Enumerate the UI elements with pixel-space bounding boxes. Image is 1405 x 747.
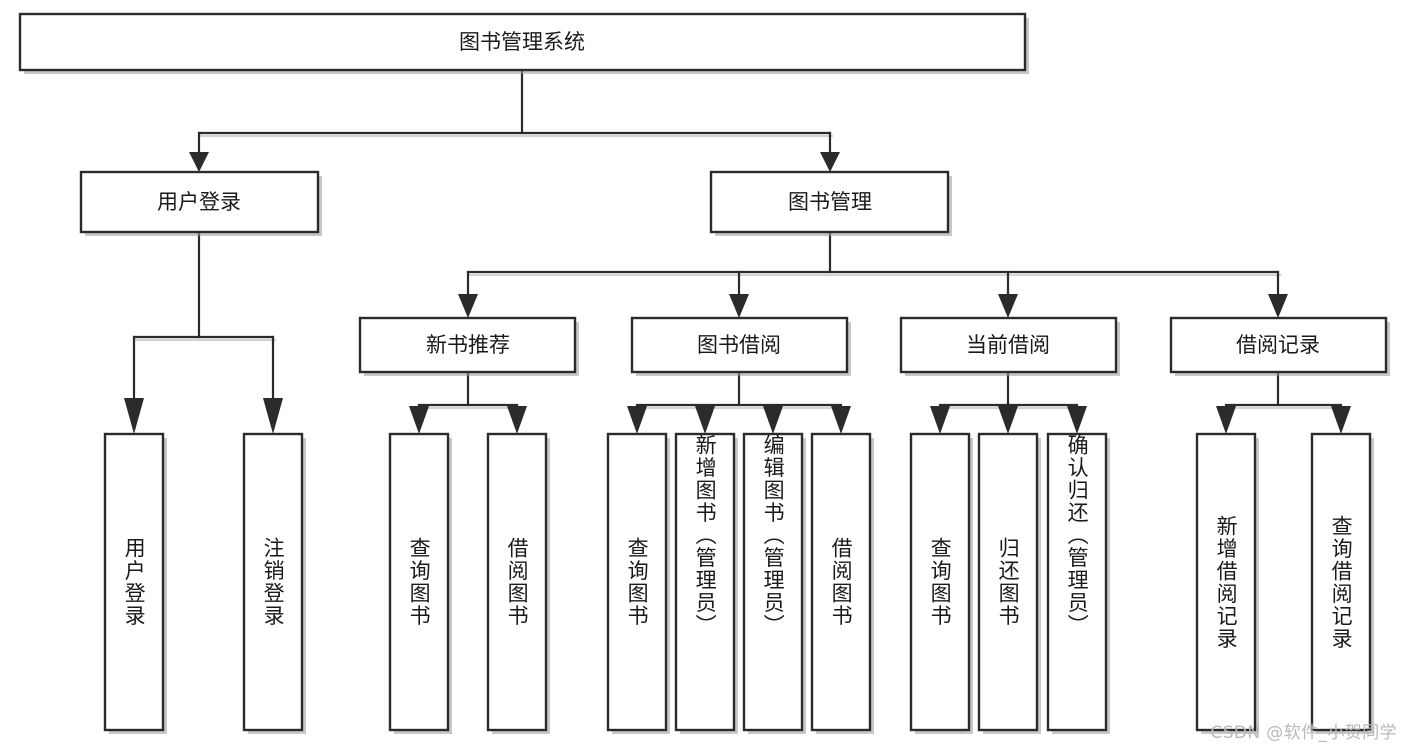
node-new-book-recommend[interactable]: 新书推荐	[358, 316, 579, 376]
node-book-management-label: 图书管理	[788, 190, 872, 214]
leaf-node-current-borrow-2[interactable]	[977, 432, 1041, 734]
node-borrow-record-rect[interactable]	[1169, 316, 1388, 374]
leaf-user-login-2-rect[interactable]	[242, 432, 304, 732]
arrowhead-newbook-leaf-2	[507, 406, 527, 434]
leaf-node-borrow-record-1[interactable]	[1195, 432, 1259, 734]
node-borrow-record-label: 借阅记录	[1236, 333, 1320, 357]
node-new-book-recommend-label: 新书推荐	[426, 333, 510, 357]
arrowhead-user-login	[189, 152, 209, 172]
arrowhead-borrowrecord-leaf-2	[1331, 406, 1351, 434]
edges-group	[124, 70, 1351, 434]
arrowhead-bookborrow-leaf-3	[763, 406, 783, 434]
arrowhead-bookborrow-leaf-1	[627, 406, 647, 434]
leaf-node-current-borrow-3[interactable]	[1046, 432, 1110, 734]
node-root-rect[interactable]	[18, 12, 1027, 72]
node-book-borrow-rect[interactable]	[630, 316, 849, 374]
leaf-book-borrow-3-rect[interactable]	[742, 432, 804, 732]
node-root[interactable]: 图书管理系统	[18, 12, 1029, 74]
leaf-node-borrow-record-2[interactable]	[1310, 432, 1374, 734]
node-book-borrow[interactable]: 图书借阅	[630, 316, 851, 376]
leaf-current-borrow-3-rect[interactable]	[1046, 432, 1108, 732]
node-user-login-label: 用户登录	[157, 190, 241, 214]
arrowhead-bookborrow-leaf-4	[831, 406, 851, 434]
node-borrow-record[interactable]: 借阅记录	[1169, 316, 1390, 376]
leaf-current-borrow-1-rect[interactable]	[909, 432, 971, 732]
arrowhead-borrow-record	[1268, 294, 1288, 318]
leaf-book-borrow-1-rect[interactable]	[606, 432, 668, 732]
leaf-node-new-book-2[interactable]	[486, 432, 550, 734]
leaf-new-book-1-rect[interactable]	[388, 432, 450, 732]
node-user-login-rect[interactable]	[79, 170, 320, 234]
arrowhead-borrowrecord-leaf-1	[1216, 406, 1236, 434]
watermark-text: CSDN @软件_小贺同学	[1210, 723, 1397, 743]
leaf-node-user-login-2[interactable]	[242, 432, 306, 734]
leaf-node-book-borrow-3[interactable]	[742, 432, 806, 734]
node-current-borrow[interactable]: 当前借阅	[899, 316, 1120, 376]
leaf-node-current-borrow-1[interactable]	[909, 432, 973, 734]
arrowhead-bookborrow-leaf-2	[695, 406, 715, 434]
leaf-new-book-2-rect[interactable]	[486, 432, 548, 732]
node-current-borrow-rect[interactable]	[899, 316, 1118, 374]
leaf-borrow-record-1-rect[interactable]	[1195, 432, 1257, 732]
node-current-borrow-label: 当前借阅	[966, 333, 1050, 357]
node-book-management[interactable]: 图书管理	[709, 170, 952, 236]
node-new-book-recommend-rect[interactable]	[358, 316, 577, 374]
arrowhead-new-book	[458, 294, 478, 318]
leaf-node-book-borrow-1[interactable]	[606, 432, 670, 734]
arrowhead-leaf-user-login-2	[263, 398, 283, 434]
arrowhead-newbook-leaf-1	[409, 406, 429, 434]
leaf-book-borrow-2-rect[interactable]	[674, 432, 736, 732]
node-root-label: 图书管理系统	[459, 30, 585, 54]
arrowhead-currentborrow-leaf-3	[1067, 406, 1087, 434]
leaf-node-new-book-1[interactable]	[388, 432, 452, 734]
leaf-user-login-1-rect[interactable]	[103, 432, 165, 732]
arrowhead-book-mgmt	[820, 152, 840, 172]
leaf-book-borrow-4-rect[interactable]	[810, 432, 872, 732]
arrowhead-leaf-user-login-1	[124, 398, 144, 434]
arrowhead-book-borrow	[729, 294, 749, 318]
leaf-node-user-login-1[interactable]	[103, 432, 167, 734]
leaf-borrow-record-2-rect[interactable]	[1310, 432, 1372, 732]
arrowhead-current-borrow	[998, 294, 1018, 318]
node-book-management-rect[interactable]	[709, 170, 950, 234]
node-user-login[interactable]: 用户登录	[79, 170, 322, 236]
arrowhead-currentborrow-leaf-1	[930, 406, 950, 434]
leaf-node-book-borrow-2[interactable]	[674, 432, 738, 734]
arrowhead-currentborrow-leaf-2	[998, 406, 1018, 434]
leaf-current-borrow-2-rect[interactable]	[977, 432, 1039, 732]
leaf-node-book-borrow-4[interactable]	[810, 432, 874, 734]
node-book-borrow-label: 图书借阅	[697, 333, 781, 357]
